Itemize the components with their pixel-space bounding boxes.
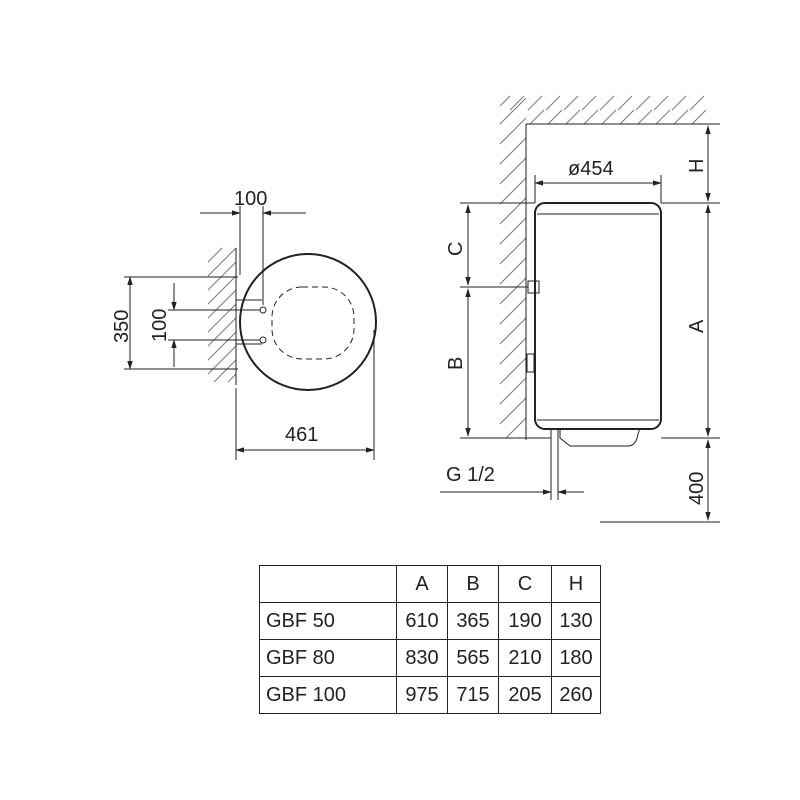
bottom-cover [559,427,641,447]
tank-body [534,202,662,430]
front-view: 100 350 100 461 [111,188,377,460]
ceiling-hatch [499,95,707,125]
table-cell-A: 975 [396,676,448,714]
table-cell-C: 210 [498,639,552,677]
table-row: GBF 50 610 365 190 130 [259,602,601,640]
table-cell-H: 260 [551,676,601,714]
side-label-H: H [686,159,708,173]
table-cell-B: 365 [447,602,499,640]
table-cell-C: 190 [498,602,552,640]
side-view: ø454 H A 400 C B G 1/2 [440,95,720,523]
table-cell-C: 205 [498,676,552,714]
side-wall-hatch [499,97,527,439]
table-cell-A: 830 [396,639,448,677]
table-row: GBF 80 830 565 210 180 [259,639,601,677]
table-header-A: A [396,565,448,603]
front-dim-461-label: 461 [285,424,318,446]
front-dim-350-label: 350 [111,310,133,343]
side-label-B: B [445,357,467,370]
table-header-H: H [551,565,601,603]
side-label-A: A [686,319,708,333]
tank-outline-circle [239,253,377,391]
tank-inner-dashed [271,286,355,360]
table-cell-A: 610 [396,602,448,640]
table-header-B: B [447,565,499,603]
side-dim-454-label: ø454 [568,158,614,180]
table-header-C: C [498,565,552,603]
table-cell-model: GBF 100 [259,676,397,714]
mount-hole-bottom [259,336,267,344]
front-wall-hatch [207,247,237,383]
table-cell-model: GBF 80 [259,639,397,677]
table-header-row: A B C H [259,565,601,603]
mount-bracket [527,280,540,294]
mount-hole-top [259,306,267,314]
table-cell-model: GBF 50 [259,602,397,640]
side-label-C: C [445,242,467,256]
table-cell-B: 565 [447,639,499,677]
table-cell-H: 130 [551,602,601,640]
side-label-pipe: G 1/2 [446,464,495,486]
front-dim-100-label: 100 [234,188,267,210]
front-dim-100-inner-label: 100 [149,309,171,342]
dimensions-table: A B C H GBF 50 610 365 190 130 GBF 80 83… [259,565,601,714]
table-row: GBF 100 975 715 205 260 [259,676,601,714]
table-cell-B: 715 [447,676,499,714]
table-header-corner [259,565,397,603]
side-dim-400-label: 400 [686,472,708,505]
table-cell-H: 180 [551,639,601,677]
